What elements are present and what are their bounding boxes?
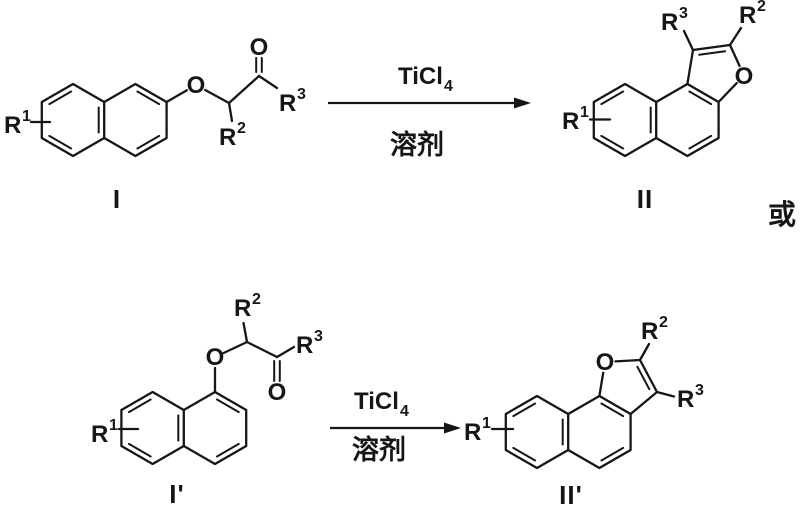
aromatic-inner-bonds (127, 398, 240, 458)
r1-superscript: 1 (482, 415, 491, 432)
r1-label: R (91, 421, 108, 448)
furan-double-bond (698, 50, 727, 56)
r2-superscript: 2 (659, 314, 668, 331)
r1-label: R (464, 419, 481, 446)
furan-bonds (598, 358, 659, 416)
r2-bond (728, 26, 743, 47)
compound-I-prime-label: I' (169, 479, 184, 509)
r3-label: R (279, 90, 296, 117)
reaction-arrow-1: TiCl 4 溶剂 (328, 63, 531, 160)
compound-I-prime-structure: R 1 O R 2 O R 3 I' (91, 291, 323, 509)
r3-label: R (296, 332, 313, 359)
carbonyl-double-bond (255, 57, 263, 73)
ether-bonds (165, 88, 231, 105)
reagent-label: TiCl (398, 63, 443, 90)
r2-label: R (739, 2, 756, 29)
r2-bond (638, 342, 651, 362)
r3-bond (257, 74, 279, 90)
r1-superscript: 1 (22, 108, 31, 125)
r2-bond (227, 101, 234, 123)
furan-oxygen-label: O (596, 349, 615, 376)
carbonyl-oxygen-label: O (268, 379, 287, 406)
r2-superscript: 2 (757, 0, 766, 15)
compound-I-structure: R 1 O R 2 O R 3 I (4, 34, 306, 214)
naphthalene-outline (504, 394, 632, 470)
or-label: 或 (768, 199, 796, 230)
r1-superscript: 1 (580, 104, 589, 121)
r3-superscript: 3 (679, 5, 688, 22)
r1-label: R (4, 112, 21, 139)
solvent-label: 溶剂 (352, 434, 406, 465)
aromatic-inner-bonds (600, 90, 713, 150)
aromatic-inner-bonds (48, 90, 161, 150)
compound-II-structure: O R 3 R 2 R 1 II (562, 0, 766, 214)
aromatic-inner-bonds (512, 402, 625, 462)
r2-superscript: 2 (252, 291, 261, 308)
carbonyl-oxygen-label: O (250, 34, 269, 61)
reagent-label: TiCl (354, 388, 399, 415)
furan-bonds (686, 43, 741, 104)
naphthalene-outline (40, 82, 168, 158)
chain-bond (227, 74, 261, 105)
r2-label: R (219, 124, 236, 151)
naphthalene-outline (592, 82, 720, 158)
ether-oxygen-label: O (187, 72, 206, 99)
r2-bond (242, 321, 249, 344)
arrow-head (444, 422, 461, 434)
reagent-subscript: 4 (444, 78, 453, 95)
compound-II-label: II (637, 184, 653, 214)
compound-II-prime-structure: O R 2 R 3 R 1 II' (464, 314, 704, 510)
reagent-subscript: 4 (400, 403, 409, 420)
r2-superscript: 2 (237, 120, 246, 137)
furan-oxygen-label: O (735, 63, 754, 90)
chain-bond (245, 340, 279, 359)
naphthalene-outline (120, 390, 248, 466)
reaction-arrow-2: TiCl 4 溶剂 (330, 388, 461, 465)
r2-label: R (641, 318, 658, 345)
ether-oxygen-label: O (206, 344, 225, 371)
r3-label: R (677, 386, 694, 413)
r3-superscript: 3 (297, 86, 306, 103)
arrow-head (514, 97, 531, 109)
r2-label: R (234, 295, 251, 322)
solvent-label: 溶剂 (390, 129, 444, 160)
r3-label: R (661, 9, 678, 36)
r3-superscript: 3 (695, 382, 704, 399)
compound-II-prime-label: II' (559, 480, 583, 510)
furan-double-bond (636, 365, 651, 391)
r3-bond (682, 29, 695, 52)
compound-I-label: I (113, 184, 121, 214)
r1-superscript: 1 (109, 417, 118, 434)
r3-superscript: 3 (314, 328, 323, 345)
r3-bond (275, 345, 296, 359)
ether-bonds (213, 340, 249, 394)
r1-label: R (562, 108, 579, 135)
r3-bond (655, 390, 676, 398)
carbonyl-double-bond (273, 360, 281, 382)
